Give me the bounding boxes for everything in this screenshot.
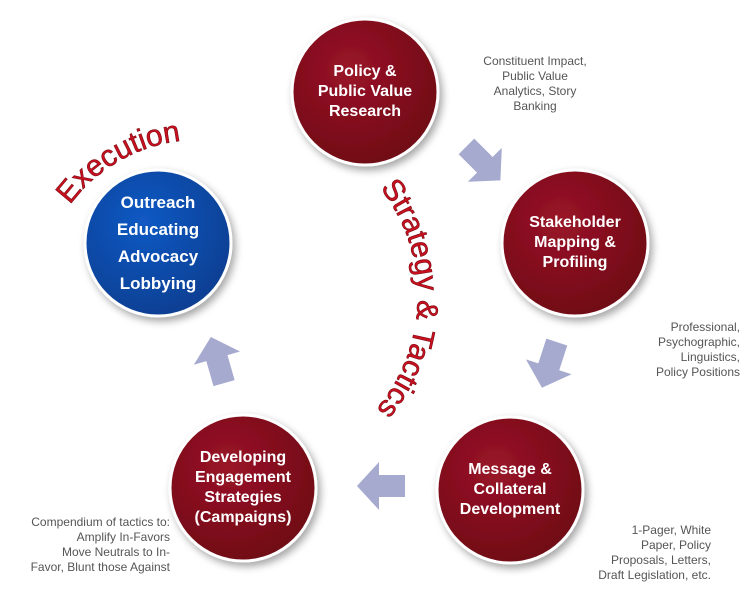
engagement-note-line: Amplify In-Favors [76,530,170,544]
engagement-note-line: Move Neutrals to In- [61,545,170,559]
policy-note-line: Public Value [502,69,568,83]
message-label-line: Development [459,501,561,518]
stakeholder-note-line: Psychographic, [657,335,740,349]
stakeholder-note-line: Linguistics, [680,350,740,364]
message-label-line: Message & [468,461,552,478]
message-note-line: Proposals, Letters, [610,553,711,567]
execution-activity: Advocacy [117,247,199,266]
block-arrow-icon [193,337,240,387]
stakeholder-note: Professional, Psychographic, Linguistics… [610,320,740,380]
stakeholder-note-line: Policy Positions [655,365,740,379]
arrows-group [193,138,572,510]
engagement-label: Developing Engagement Strategies (Campai… [178,446,308,530]
policy-note-line: Analytics, Story [493,84,577,98]
policy-label: Policy & Public Value Research [300,52,430,132]
execution-activity: Lobbying [119,274,197,293]
message-note-line: Paper, Policy [640,538,711,552]
message-note-line: 1-Pager, White [631,523,711,537]
engagement-label-line: Developing [199,449,287,466]
stakeholder-label-line: Profiling [542,254,608,271]
stakeholder-label: Stakeholder Mapping & Profiling [510,203,640,283]
engagement-label-line: (Campaigns) [194,509,292,526]
policy-label-line: Research [328,103,402,120]
strategy-tactics-label: Strategy & Tactics [371,173,444,426]
block-arrow-icon [458,138,502,182]
policy-note: Constituent Impact, Public Value Analyti… [465,54,605,114]
policy-label-line: Public Value [317,83,413,100]
stakeholder-note-line: Professional, [670,320,740,334]
engagement-label-line: Strategies [204,489,282,506]
message-circle [435,415,585,565]
execution-circle [83,168,233,318]
engagement-note-line: Compendium of tactics to: [31,515,170,529]
message-label-line: Collateral [473,481,547,498]
block-arrow-icon [525,338,572,388]
block-arrow-icon [357,462,405,510]
policy-label-line: Policy & [333,63,397,80]
engagement-label-line: Engagement [194,469,291,486]
policy-note-line: Constituent Impact, [483,54,587,68]
message-note: 1-Pager, White Paper, Policy Proposals, … [578,523,711,583]
message-label: Message & Collateral Development [445,450,575,530]
policy-note-line: Banking [513,99,557,113]
engagement-circle [168,413,318,563]
execution-activities: Outreach Educating Advocacy Lobbying [98,190,218,296]
stakeholder-label-line: Stakeholder [529,214,621,231]
stakeholder-circle [500,168,650,318]
message-note-line: Draft Legislation, etc. [598,568,711,582]
execution-activity: Educating [116,220,200,239]
execution-activity: Outreach [120,193,196,212]
engagement-note-line: Favor, Blunt those Against [30,560,170,574]
engagement-note: Compendium of tactics to: Amplify In-Fav… [4,515,170,575]
policy-circle [290,17,440,167]
stakeholder-label-line: Mapping & [534,234,616,251]
